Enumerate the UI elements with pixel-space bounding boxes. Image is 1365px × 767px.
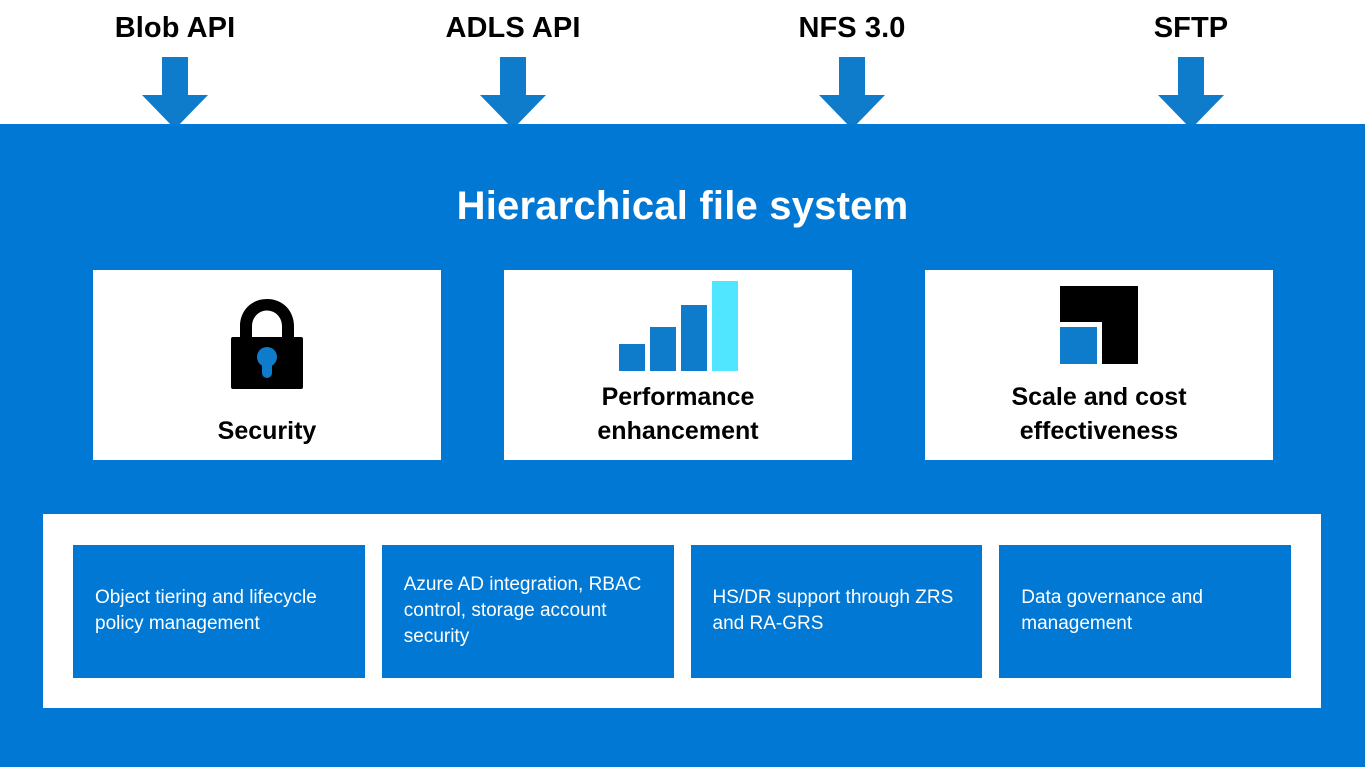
protocol-label: ADLS API	[445, 12, 581, 44]
feature-card-label: Scale and cost effectiveness	[1001, 380, 1196, 448]
protocol-nfs-30: NFS 3.0	[732, 8, 972, 129]
lock-icon	[93, 270, 441, 414]
bar-chart-icon	[504, 270, 852, 380]
feature-box-text: Data governance and management	[1021, 587, 1203, 634]
feature-box-text: HS/DR support through ZRS and RA-GRS	[712, 587, 954, 634]
feature-card-label-line1: Performance	[601, 383, 755, 411]
feature-box-hs-dr: HS/DR support through ZRS and RA-GRS	[690, 544, 983, 678]
feature-card-label-line2: effectiveness	[1019, 417, 1179, 445]
down-arrow-icon	[142, 57, 208, 129]
down-arrow-icon	[819, 57, 885, 129]
feature-card-label: Performance enhancement	[587, 380, 768, 448]
hierarchical-file-system-panel: Hierarchical file system Security	[0, 124, 1365, 767]
protocol-label: SFTP	[1153, 12, 1229, 44]
feature-box-text: Object tiering and lifecycle policy mana…	[95, 587, 317, 634]
scale-blocks-icon	[925, 270, 1273, 380]
protocol-sftp: SFTP	[1071, 8, 1311, 129]
protocol-blob-api: Blob API	[55, 8, 295, 129]
protocol-adls-api: ADLS API	[393, 8, 633, 129]
protocol-label: Blob API	[114, 12, 236, 44]
page-title: Hierarchical file system	[456, 184, 909, 228]
feature-card-label-line2: enhancement	[597, 417, 759, 445]
feature-box-data-governance: Data governance and management	[999, 544, 1291, 678]
feature-box-object-tiering: Object tiering and lifecycle policy mana…	[73, 544, 365, 678]
down-arrow-icon	[480, 57, 546, 129]
feature-card-performance: Performance enhancement	[504, 270, 852, 460]
down-arrow-icon	[1158, 57, 1224, 129]
feature-box-text: Azure AD integration, RBAC control, stor…	[403, 574, 642, 647]
feature-card-security: Security	[93, 270, 441, 460]
protocol-label: NFS 3.0	[798, 12, 906, 44]
feature-strip: Object tiering and lifecycle policy mana…	[43, 514, 1321, 708]
feature-card-label-line1: Scale and cost	[1011, 383, 1187, 411]
feature-card-scale: Scale and cost effectiveness	[925, 270, 1273, 460]
feature-box-azure-ad: Azure AD integration, RBAC control, stor…	[381, 544, 674, 678]
feature-card-label: Security	[217, 417, 317, 445]
